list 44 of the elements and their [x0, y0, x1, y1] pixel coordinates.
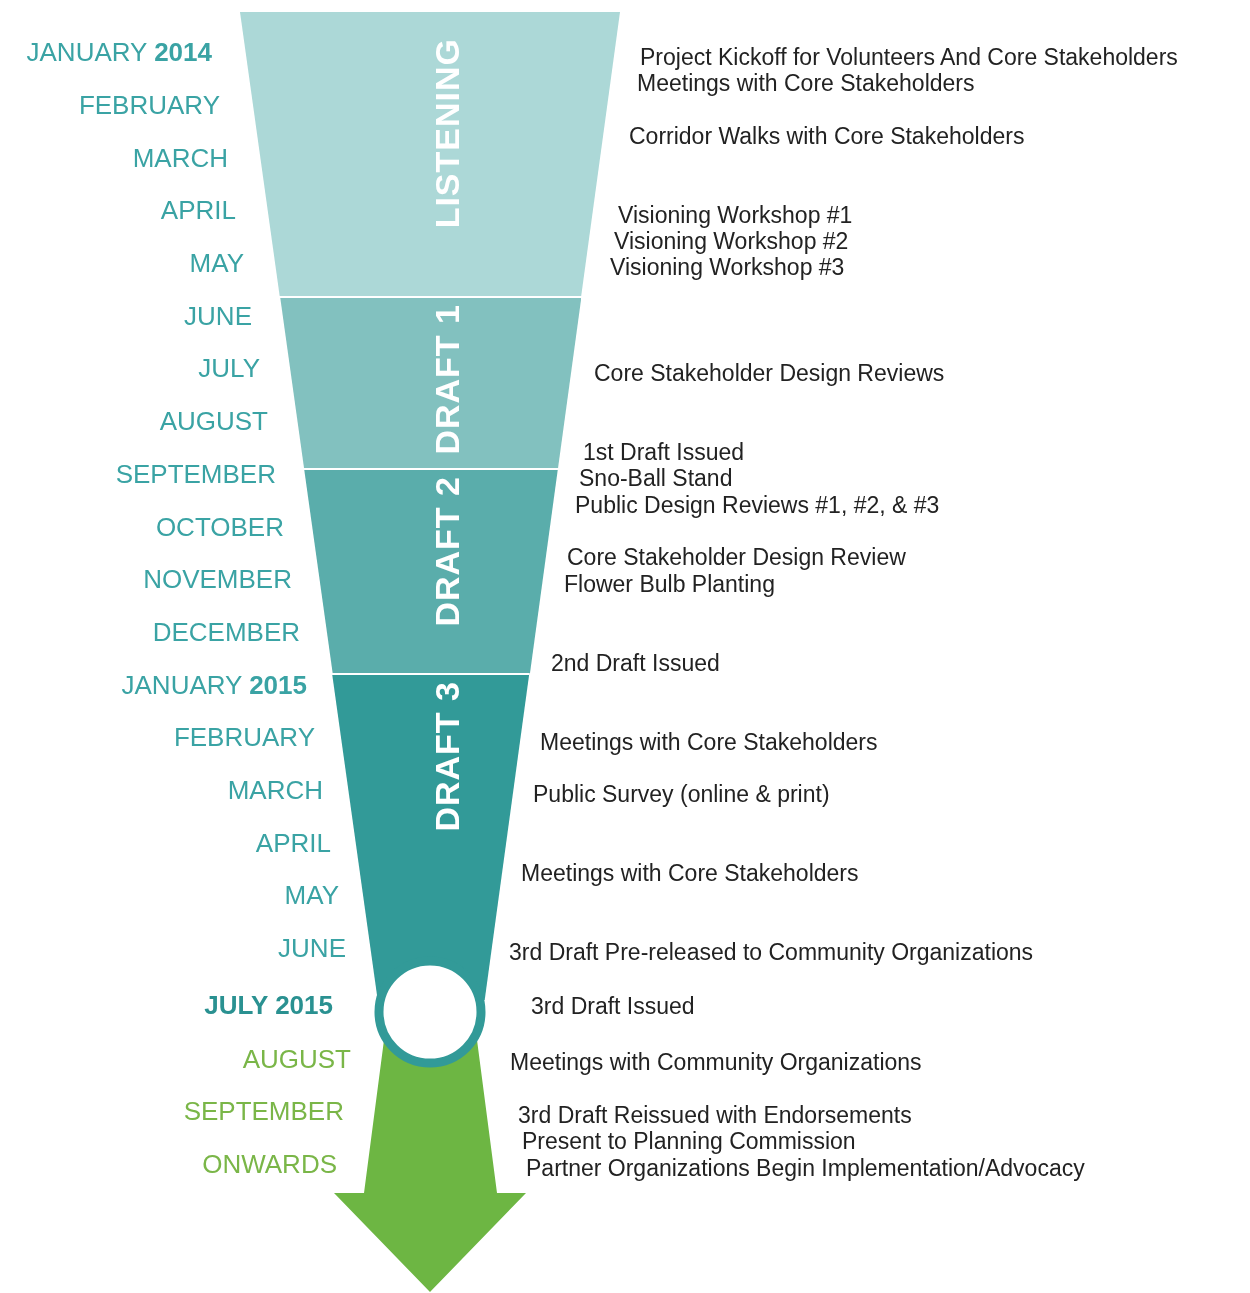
month-label: MAY: [189, 250, 244, 276]
month-label: FEBRUARY: [78, 92, 220, 118]
event-text: Project Kickoff for Volunteers And Core Stakeholders: [640, 45, 1178, 69]
month-label: JULY: [198, 355, 260, 381]
month-label: APRIL: [160, 197, 236, 223]
event-text: Public Design Reviews #1, #2, & #3: [575, 493, 940, 517]
event-text: Meetings with Core Stakeholders: [540, 730, 878, 754]
event-text: Visioning Workshop #2: [614, 229, 849, 253]
event-text: Sno-Ball Stand: [579, 466, 733, 490]
stage-label: DRAFT 1: [430, 304, 464, 455]
event-text: 3rd Draft Issued: [531, 994, 695, 1018]
month-label: JULY 2015: [204, 992, 333, 1018]
month-label: MAY: [284, 882, 339, 908]
month-label: JUNE: [278, 935, 346, 961]
month-label: SEPTEMBER: [115, 461, 276, 487]
month-label: AUGUST: [242, 1046, 351, 1072]
month-label: AUGUST: [159, 408, 268, 434]
month-label: ONWARDS: [202, 1151, 337, 1177]
event-text: Meetings with Core Stakeholders: [521, 861, 859, 885]
event-text: Visioning Workshop #1: [618, 203, 853, 227]
event-text: Visioning Workshop #3: [610, 255, 845, 279]
event-text: 1st Draft Issued: [583, 440, 745, 464]
funnel-band: [279, 296, 582, 468]
month-label: OCTOBER: [155, 514, 284, 540]
month-label: APRIL: [255, 830, 331, 856]
month-label: FEBRUARY: [173, 724, 315, 750]
month-label: NOVEMBER: [143, 566, 292, 592]
month-label: MARCH: [227, 777, 323, 803]
event-text: Corridor Walks with Core Stakeholders: [629, 124, 1025, 148]
event-text: Present to Planning Commission: [522, 1129, 856, 1153]
event-text: Core Stakeholder Design Reviews: [594, 361, 945, 385]
month-label: JANUARY 2014: [26, 39, 212, 65]
event-text: 3rd Draft Reissued with Endorsements: [518, 1103, 912, 1127]
stage-label: DRAFT 3: [430, 681, 464, 832]
month-label: JANUARY 2015: [121, 672, 307, 698]
event-text: Meetings with Community Organizations: [510, 1050, 922, 1074]
month-label: DECEMBER: [152, 619, 300, 645]
month-label: JUNE: [184, 303, 252, 329]
event-text: 3rd Draft Pre-released to Community Organizations: [509, 940, 1034, 964]
stage-label: LISTENING: [430, 38, 464, 229]
stage-label: DRAFT 2: [430, 476, 464, 627]
event-text: 2nd Draft Issued: [551, 651, 720, 675]
month-label: SEPTEMBER: [183, 1098, 344, 1124]
month-label: MARCH: [132, 145, 228, 171]
